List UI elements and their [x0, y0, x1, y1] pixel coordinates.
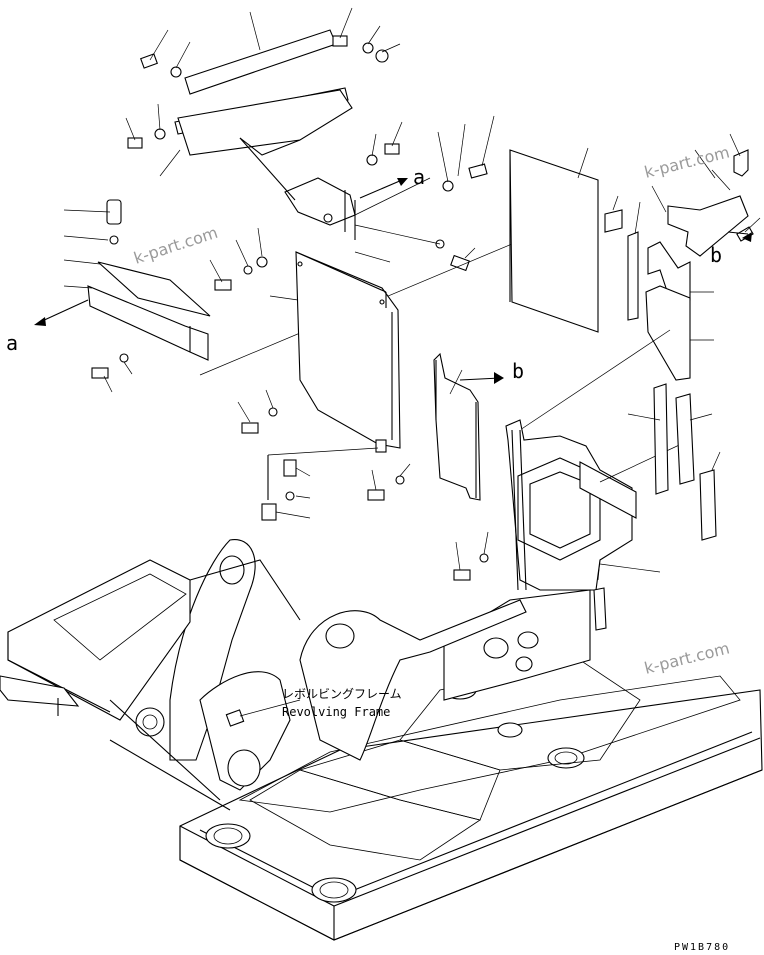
- hinge-bracket: [239, 137, 356, 240]
- connector-plate: [593, 559, 607, 631]
- ref-label-b-mid: b: [512, 359, 524, 383]
- watermark-left: k-part.com: [131, 223, 220, 268]
- revolving-frame: [0, 539, 763, 941]
- corner-bracket: b: [651, 133, 761, 267]
- bolt-washer-set-center: [237, 389, 379, 521]
- watermark-top-right: k-part.com: [642, 142, 731, 182]
- mid-cover-plate: b: [433, 352, 524, 501]
- top-bracket-plate: [174, 29, 353, 156]
- ref-arrow-a-top: a: [359, 165, 425, 199]
- bolt-washer-set-left: [63, 209, 551, 393]
- drawing-code: PW1B780: [674, 942, 730, 953]
- bolt-washer-set-mid: [354, 115, 495, 272]
- ref-arrow-a-left: a: [6, 299, 89, 355]
- seal-pads-lower: [627, 383, 721, 541]
- watermark-bottom-right: k-part.com: [642, 638, 731, 678]
- ref-label-a-top: a: [413, 165, 425, 189]
- ref-label-b-right: b: [710, 243, 722, 267]
- leader-lines-top: [125, 7, 403, 177]
- center-cover-panel: [269, 251, 401, 453]
- caption-english: Revolving Frame: [282, 705, 390, 719]
- caption-japanese: レボルビングフレーム: [282, 687, 402, 701]
- left-bracket-cover: [87, 199, 211, 361]
- ref-label-a-left: a: [6, 331, 18, 355]
- insulation-sheet-large: [509, 147, 599, 333]
- seal-pads-upper: [519, 195, 714, 431]
- bolt-washer-set-top: [127, 35, 400, 166]
- side-panel-assembly: [505, 419, 691, 591]
- frame-caption: レボルビングフレーム Revolving Frame: [282, 687, 402, 719]
